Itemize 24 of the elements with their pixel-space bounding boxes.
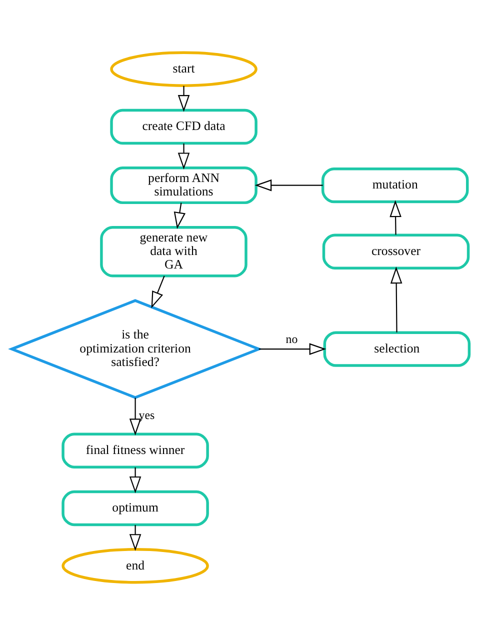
node-box: selection bbox=[323, 331, 471, 367]
arrow bbox=[129, 525, 142, 551]
arrow bbox=[174, 202, 186, 230]
node-box: final fitness winner bbox=[62, 432, 209, 468]
node-box: crossover bbox=[322, 234, 470, 270]
arrow bbox=[151, 276, 165, 308]
node-box: generate new data with GA bbox=[100, 226, 248, 278]
node-diamond: is the optimization criterion satisfied? bbox=[8, 299, 263, 400]
arrow bbox=[254, 179, 323, 192]
edge-label: no bbox=[286, 332, 298, 346]
node-box: mutation bbox=[321, 167, 469, 204]
arrow bbox=[390, 266, 402, 332]
arrow bbox=[129, 467, 142, 494]
arrow bbox=[258, 343, 326, 355]
arrow bbox=[390, 200, 402, 235]
node-ellipse: start bbox=[110, 51, 258, 87]
edge-label: yes bbox=[138, 408, 155, 422]
node-box: create CFD data bbox=[110, 108, 258, 145]
arrow bbox=[129, 398, 142, 436]
arrow bbox=[178, 143, 190, 170]
arrow bbox=[178, 86, 190, 112]
node-ellipse: end bbox=[62, 548, 209, 584]
node-box: perform ANN simulations bbox=[110, 166, 258, 204]
node-box: optimum bbox=[62, 490, 209, 526]
